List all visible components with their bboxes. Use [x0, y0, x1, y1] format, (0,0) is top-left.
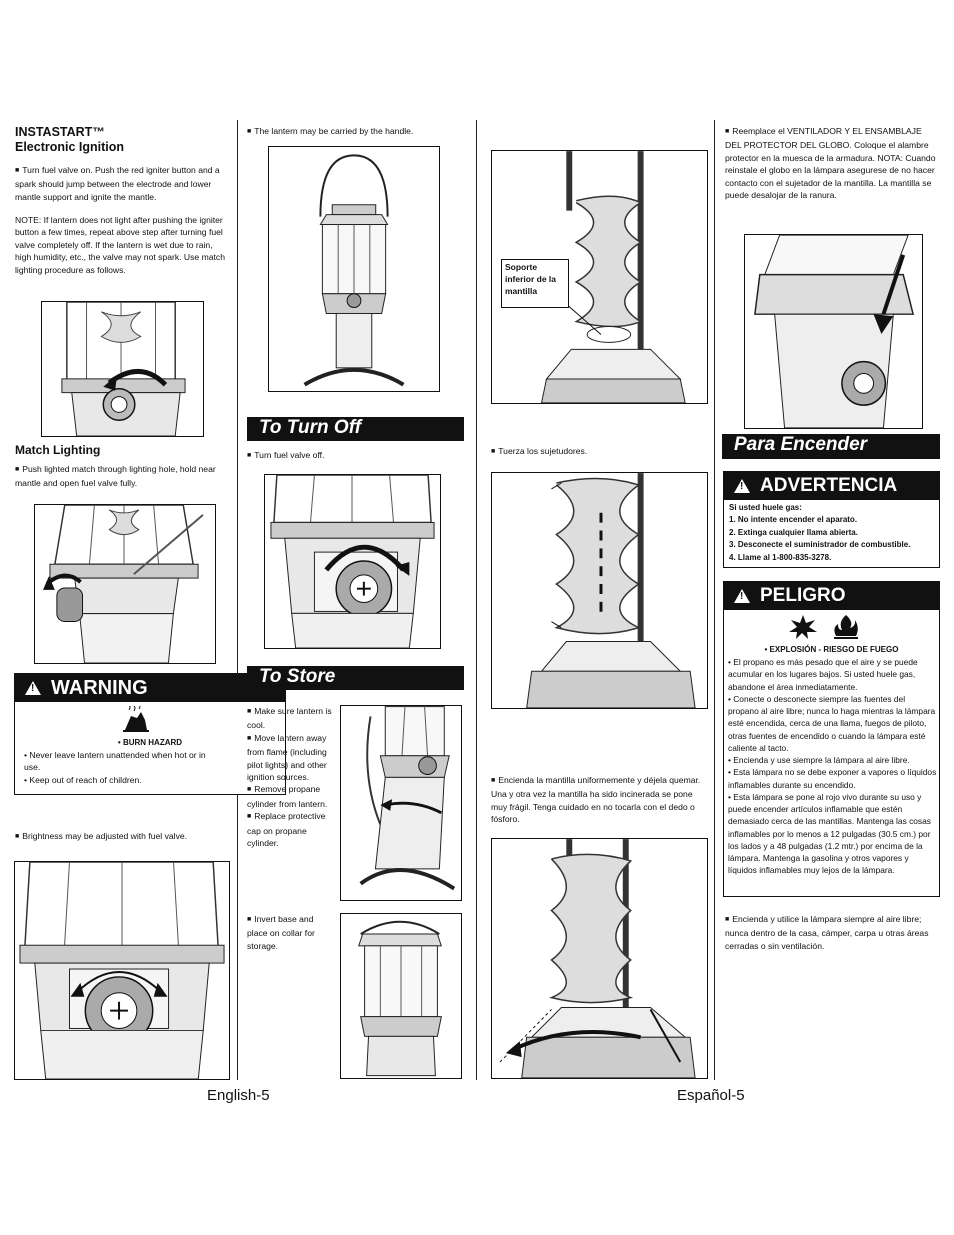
divider-3: [714, 120, 715, 1080]
advertencia-title: ADVERTENCIA: [760, 475, 898, 496]
peligro-item-5: • Esta lámpara se pone al rojo vivo dura…: [728, 791, 931, 876]
store-step-5: Invert base and place on collar for stor…: [247, 913, 335, 952]
igniter-illustration: [41, 301, 204, 437]
peligro-item-3: • Encienda y use siempre la lámpara al a…: [728, 755, 910, 765]
page-number-espanol: Español-5: [677, 1087, 745, 1104]
brightness-text: Brightness may be adjusted with fuel val…: [15, 830, 230, 844]
match-step: Push lighted match through lighting hole…: [15, 463, 225, 490]
adv-item-2: 2. Extinga cualquier llama abierta.: [729, 527, 858, 537]
peligro-header: ! PELIGRO: [724, 582, 939, 610]
warning-box: ! WARNING • BURN HAZARD • Never leave la…: [14, 673, 286, 795]
adv-item-1: 1. No intente encender el aparato.: [729, 515, 858, 525]
fire-icon: [834, 615, 858, 639]
instastart-step: Turn fuel valve on. Push the red igniter…: [15, 164, 227, 203]
burn-hazard-label: • BURN HAZARD: [117, 738, 183, 747]
explosion-label: • EXPLOSIÓN - RIESGO DE FUEGO: [764, 645, 899, 654]
carry-text: The lantern may be carried by the handle…: [247, 125, 469, 139]
to-store-heading: To Store: [247, 666, 464, 690]
divider-2: [476, 120, 477, 1080]
store-steps: Make sure lantern is cool. Move lantern …: [247, 705, 333, 849]
invert-base-illustration: [340, 913, 462, 1079]
turn-off-step: Turn fuel valve off.: [247, 449, 467, 463]
fuel-valve-illustration: [14, 861, 230, 1080]
advertencia-header: ! ADVERTENCIA: [724, 472, 939, 500]
burn-item-2: • Keep out of reach of children.: [24, 775, 142, 785]
peligro-box: ! PELIGRO • EXPLOSIÓN - RIESGO DE FUEGO …: [723, 581, 940, 897]
peligro-item-1: • El propano es más pesado que el aire y…: [728, 657, 918, 692]
adv-item-4: 4. Llame al 1-800-835-3278.: [729, 552, 832, 562]
warning-title: WARNING: [51, 677, 148, 699]
advertencia-box: ! ADVERTENCIA Si usted huele gas: 1. No …: [723, 471, 940, 568]
light-mantle-illustration: [491, 838, 708, 1079]
adv-item-3: 3. Desconecte el suministrador de combus…: [729, 540, 911, 550]
warning-triangle-icon: !: [734, 479, 750, 493]
instastart-heading: INSTASTART™ Electronic Ignition: [15, 125, 125, 154]
match-lighting-heading: Match Lighting: [15, 443, 101, 457]
advertencia-list: Si usted huele gas: 1. No intente encend…: [729, 502, 939, 564]
turn-off-illustration: [264, 474, 441, 649]
encienda-utilice-text: Encienda y utilice la lámpara siempre al…: [725, 913, 939, 952]
warning-triangle-icon: !: [734, 589, 750, 603]
peligro-item-4: • Esta lámpara no se debe exponer a vapo…: [728, 767, 937, 790]
warning-header: ! WARNING: [15, 674, 285, 702]
burn-item-1: • Never leave lantern unattended when ho…: [24, 750, 206, 773]
para-encender-heading: Para Encender: [722, 434, 940, 459]
page-number-english: English-5: [207, 1087, 270, 1104]
adv-lead: Si usted huele gas:: [729, 503, 802, 512]
peligro-title: PELIGRO: [760, 585, 846, 606]
store-step-4: Replace protective cap on propane cylind…: [247, 810, 333, 849]
remove-cylinder-illustration: [340, 705, 462, 901]
encienda-mantilla-text: Encienda la mantilla uniformemente y déj…: [491, 774, 705, 826]
tie-mantle-illustration: [491, 472, 708, 709]
divider-1: [237, 120, 238, 1080]
warning-triangle-icon: !: [25, 681, 41, 695]
globe-guard-illustration: [744, 234, 923, 429]
store-step-3: Remove propane cylinder from lantern.: [247, 783, 333, 810]
match-lighting-illustration: [34, 504, 216, 664]
peligro-item-2: • Conecte o desconecte siempre las fuent…: [728, 693, 936, 753]
burn-hazard-icon: [123, 706, 149, 732]
reemplace-text: Reemplace el VENTILADOR Y EL ENSAMBLAJE …: [725, 125, 940, 201]
store-step-1: Make sure lantern is cool.: [247, 705, 333, 732]
instastart-note: NOTE: If lantern does not light after pu…: [15, 215, 226, 275]
tuerza-text: Tuerza los sujetudores.: [491, 445, 706, 459]
to-turn-off-heading: To Turn Off: [247, 417, 464, 441]
explosion-icon: [789, 615, 817, 639]
mantle-support-callout: Soporte inferior de la mantilla: [501, 259, 569, 308]
store-step-2: Move lantern away from flame (including …: [247, 732, 333, 784]
carry-lantern-illustration: [268, 146, 440, 392]
peligro-list: • El propano es más pesado que el aire y…: [728, 656, 938, 877]
